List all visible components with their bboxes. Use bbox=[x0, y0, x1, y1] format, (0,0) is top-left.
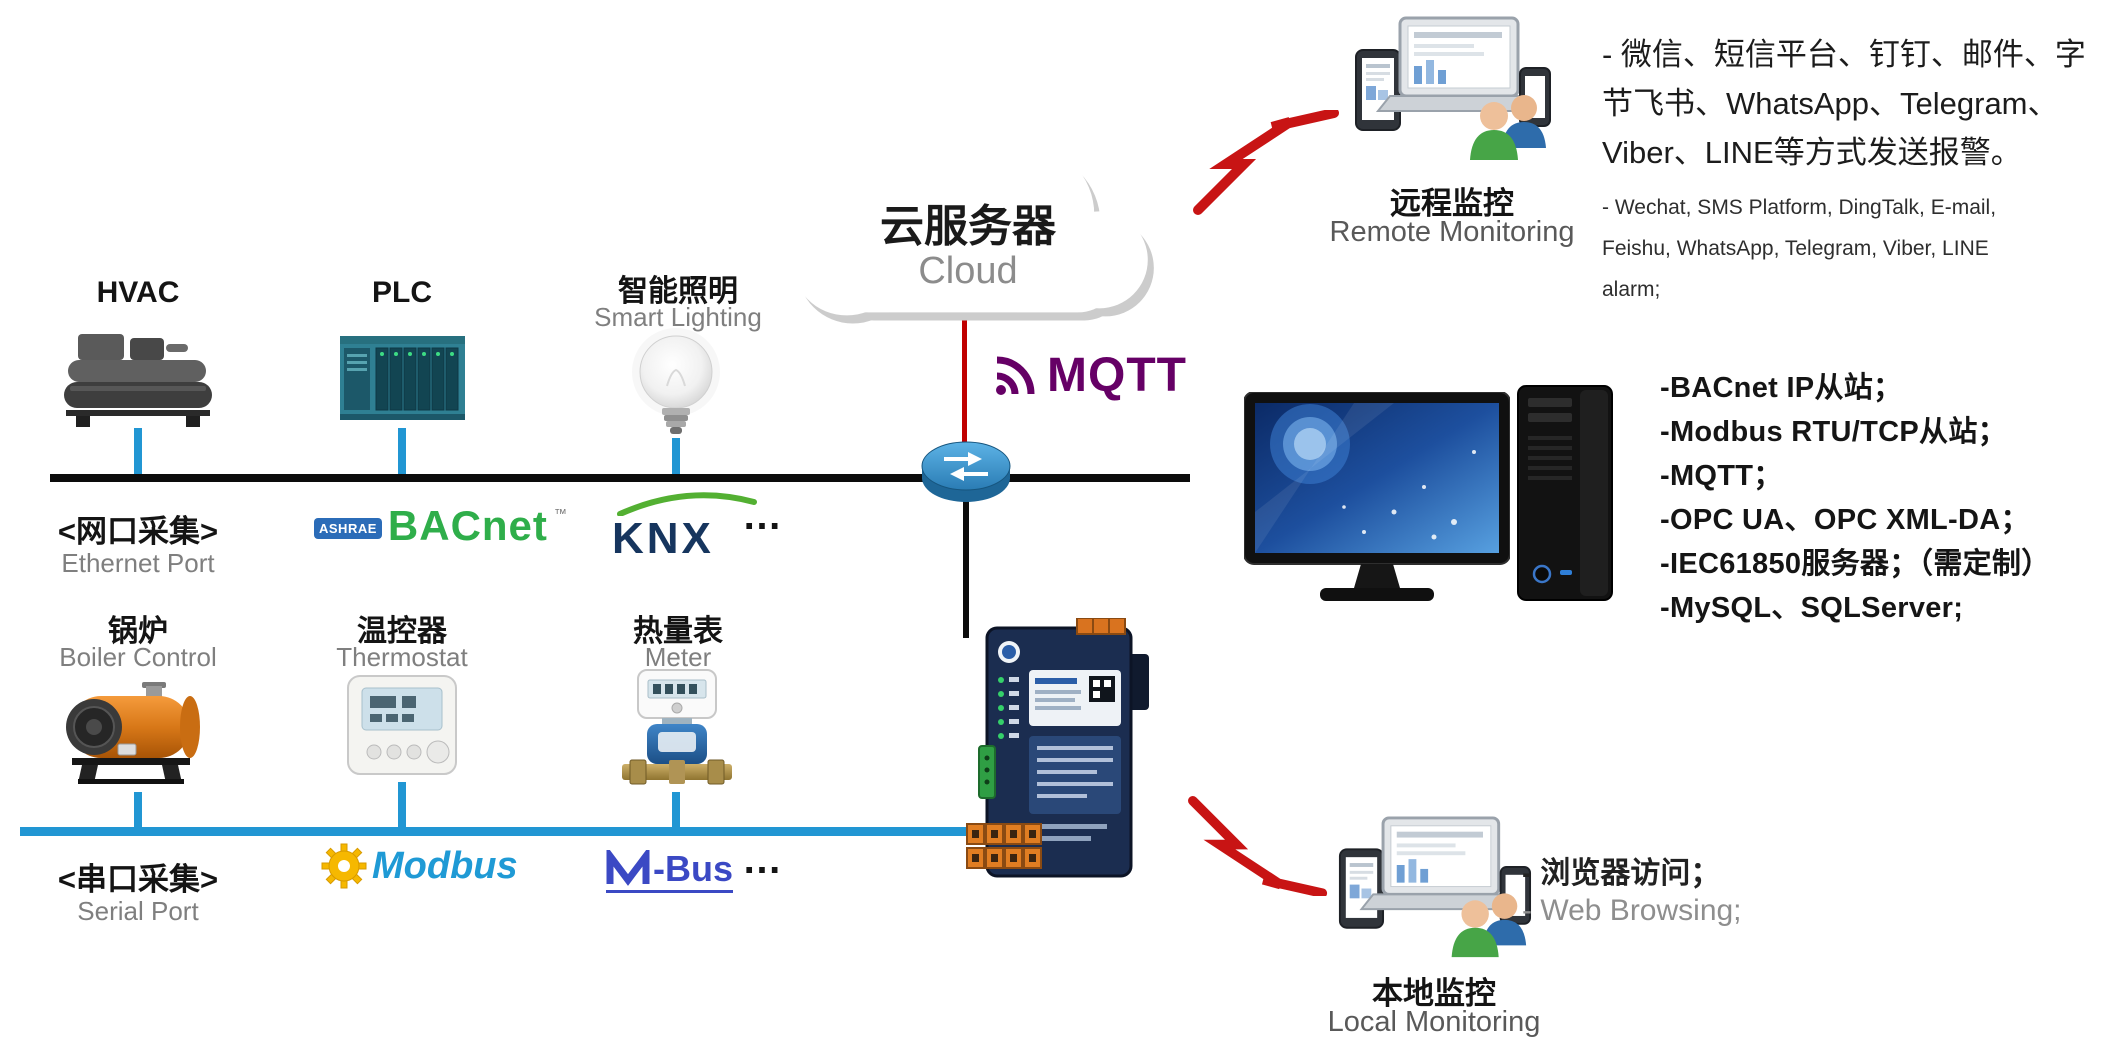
ashrae-badge: ASHRAE bbox=[314, 518, 382, 539]
hvac-drop-line bbox=[134, 428, 142, 474]
plc-label: PLC bbox=[372, 276, 432, 309]
modbus-logo: Modbus bbox=[320, 842, 518, 890]
cloud-group: 云服务器 Cloud bbox=[766, 108, 1170, 336]
hvac-image bbox=[64, 334, 212, 427]
bacnet-trademark: ™ bbox=[553, 506, 567, 521]
remote-monitoring-label-en: Remote Monitoring bbox=[1329, 216, 1575, 248]
cloud-link-line bbox=[962, 312, 967, 448]
mqtt-icon bbox=[996, 356, 1035, 395]
server-features: -BACnet IP从站； -Modbus RTU/TCP从站； -MQTT； … bbox=[1660, 366, 2051, 630]
meter-drop-line bbox=[672, 792, 680, 827]
cloud-shape bbox=[791, 128, 1154, 324]
tower-pc-image bbox=[1517, 385, 1613, 601]
meter-label-cn: 热量表 bbox=[633, 615, 723, 648]
local-note-en: - Web Browsing; bbox=[1522, 894, 1742, 927]
meter-image bbox=[622, 669, 732, 785]
local-monitoring-label-en: Local Monitoring bbox=[1327, 1006, 1541, 1038]
ethernet-port-label-en: Ethernet Port bbox=[61, 548, 215, 578]
thermostat-label-en: Thermostat bbox=[336, 642, 468, 672]
hvac-label: HVAC bbox=[96, 276, 180, 309]
mqtt-label: MQTT bbox=[1047, 349, 1187, 402]
gear-icon bbox=[321, 843, 367, 889]
thermostat-image bbox=[347, 675, 457, 775]
ethernet-more-dots: … bbox=[742, 494, 785, 538]
lighting-label-en: Smart Lighting bbox=[594, 302, 762, 332]
lightning-icon bbox=[1192, 110, 1342, 215]
local-devices-image bbox=[1338, 816, 1532, 959]
thermostat-drop-line bbox=[398, 782, 406, 827]
knx-arc-icon bbox=[617, 492, 757, 516]
remote-monitoring-label-cn: 远程监控 bbox=[1390, 186, 1514, 221]
feature-line: -OPC UA、OPC XML-DA； bbox=[1660, 504, 2030, 536]
router-icon bbox=[921, 441, 1011, 502]
remote-devices-image bbox=[1354, 16, 1552, 162]
monitor-image bbox=[1244, 392, 1510, 601]
feature-line: -MQTT； bbox=[1660, 460, 1783, 492]
plc-drop-line bbox=[398, 428, 406, 474]
router-gateway-line bbox=[963, 498, 969, 638]
thermostat-label-cn: 温控器 bbox=[357, 615, 447, 648]
plc-image bbox=[340, 336, 465, 420]
cloud-title-en: Cloud bbox=[918, 250, 1018, 292]
ethernet-port-label-cn: <网口采集> bbox=[57, 514, 219, 549]
knx-logo: KNX bbox=[612, 492, 762, 562]
bacnet-logo: ASHRAE BACnet ™ bbox=[314, 502, 567, 550]
knx-label: KNX bbox=[612, 514, 714, 563]
serial-port-label-cn: <串口采集> bbox=[57, 862, 219, 897]
mbus-logo: -Bus bbox=[606, 850, 733, 893]
alert-note-en: Feishu, WhatsApp, Telegram, Viber, LINE bbox=[1602, 237, 1989, 260]
alert-note-cn: 节飞书、WhatsApp、Telegram、 bbox=[1602, 86, 2059, 121]
local-note-cn: - 浏览器访问； bbox=[1522, 857, 1721, 890]
serial-more-dots: … bbox=[742, 838, 785, 882]
feature-line: -BACnet IP从站； bbox=[1660, 372, 1903, 404]
feature-line: -Modbus RTU/TCP从站； bbox=[1660, 416, 2007, 448]
cloud-title-cn: 云服务器 bbox=[880, 202, 1056, 251]
mbus-m-icon bbox=[606, 850, 650, 886]
boiler-drop-line bbox=[134, 792, 142, 827]
boiler-label-cn: 锅炉 bbox=[108, 615, 168, 648]
local-monitoring-label-cn: 本地监控 bbox=[1372, 976, 1496, 1011]
alert-note-en: alarm; bbox=[1602, 278, 1661, 301]
light-bulb-icon bbox=[632, 328, 720, 434]
lighting-drop-line bbox=[672, 438, 680, 474]
feature-line: -IEC61850服务器；（需定制） bbox=[1660, 548, 2051, 580]
bacnet-label: BACnet bbox=[387, 502, 548, 549]
mqtt-logo: MQTT bbox=[993, 348, 1187, 403]
mbus-label: -Bus bbox=[653, 848, 733, 889]
gateway-image bbox=[966, 618, 1149, 878]
serial-port-label-en: Serial Port bbox=[77, 896, 199, 926]
lighting-label-cn: 智能照明 bbox=[618, 275, 738, 308]
boiler-image bbox=[66, 682, 200, 784]
alert-note-cn: - 微信、短信平台、钉钉、邮件、字 bbox=[1602, 37, 2086, 72]
feature-line: -MySQL、SQLServer; bbox=[1660, 592, 1964, 624]
modbus-label: Modbus bbox=[372, 844, 518, 887]
serial-bus-line bbox=[20, 827, 1012, 836]
boiler-label-en: Boiler Control bbox=[59, 642, 217, 672]
remote-alert-notes: - 微信、短信平台、钉钉、邮件、字 节飞书、WhatsApp、Telegram、… bbox=[1602, 30, 2117, 310]
ethernet-bus-line bbox=[50, 474, 1190, 482]
lightning-icon bbox=[1186, 796, 1331, 896]
meter-label-en: Meter bbox=[644, 642, 712, 672]
alert-note-cn: Viber、LINE等方式发送报警。 bbox=[1602, 135, 2022, 170]
alert-note-en: - Wechat, SMS Platform, DingTalk, E-mail… bbox=[1602, 196, 1997, 219]
